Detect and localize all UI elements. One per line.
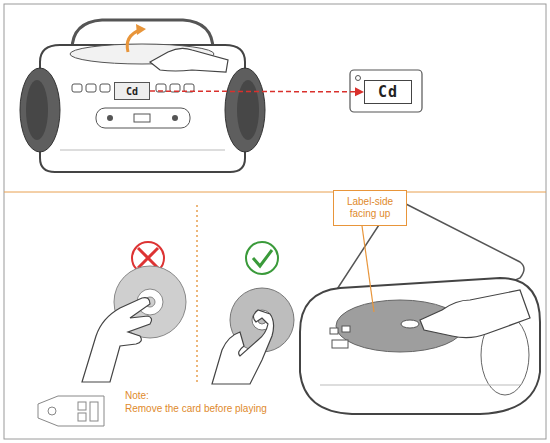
right-handling xyxy=(212,242,294,384)
boombox-top-part xyxy=(225,68,265,152)
boombox-top-part xyxy=(156,84,166,92)
boombox-open-part xyxy=(420,290,530,338)
boombox-open-part xyxy=(300,278,540,414)
boombox-top-part xyxy=(107,115,113,121)
boombox-open-part xyxy=(401,320,419,328)
display-zoom-frame xyxy=(350,70,422,112)
boombox-open xyxy=(300,203,540,414)
wrong-handling-part xyxy=(82,298,152,382)
right-handling-part xyxy=(253,250,272,266)
callout-box: Label-side facing up xyxy=(333,190,407,226)
divider-dotted xyxy=(196,205,198,385)
boombox-top-part xyxy=(134,114,150,122)
boombox-top-part xyxy=(26,80,48,140)
node-text: Cd xyxy=(126,86,138,97)
boombox-open-part xyxy=(342,326,350,332)
node-text: Cd xyxy=(378,83,398,101)
boombox-open-part xyxy=(362,226,374,312)
boombox-top-part xyxy=(72,84,82,92)
boombox-top-part xyxy=(150,48,228,72)
note-text: Remove the card before playing xyxy=(125,403,267,414)
dashed-line xyxy=(150,90,356,92)
display-zoom-frame-part xyxy=(356,76,361,81)
display-window: Cd xyxy=(114,82,150,100)
boombox-top-part xyxy=(40,45,245,172)
boombox-top-part xyxy=(170,84,180,92)
boombox-top-part xyxy=(20,68,60,152)
display-zoom: Cd xyxy=(364,80,412,104)
wrong-handling-part xyxy=(138,248,158,268)
boombox-top-part xyxy=(60,150,225,151)
note-text: Note: xyxy=(125,390,149,401)
remote-card-part xyxy=(90,402,98,421)
dashed-arrow xyxy=(150,87,364,96)
wrong-handling xyxy=(82,242,186,382)
boombox-top-part xyxy=(237,80,259,140)
divider xyxy=(4,192,546,193)
illustration-part xyxy=(4,4,546,439)
boombox-top-part xyxy=(96,108,190,128)
boombox-top xyxy=(20,20,265,172)
right-handling-part xyxy=(212,310,274,384)
node-text: Label-side facing up xyxy=(336,196,404,221)
boombox-top-part xyxy=(172,115,178,121)
remote-card xyxy=(38,396,104,426)
boombox-top-part xyxy=(86,84,96,92)
boombox-open-part xyxy=(320,385,520,386)
boombox-top-part xyxy=(100,84,110,92)
right-handling-part xyxy=(246,242,278,274)
remote-card-part xyxy=(78,402,86,410)
remote-card-part xyxy=(48,407,56,415)
boombox-top-part xyxy=(184,84,194,92)
boombox-top-part xyxy=(136,24,146,35)
display-zoom-frame-part xyxy=(350,70,422,112)
remote-card-part xyxy=(38,396,104,426)
boombox-open-part xyxy=(330,328,338,334)
boombox-open-part xyxy=(332,340,348,348)
wrong-handling-part xyxy=(138,248,158,268)
arrow-head xyxy=(355,87,364,96)
remote-card-part xyxy=(78,413,86,421)
